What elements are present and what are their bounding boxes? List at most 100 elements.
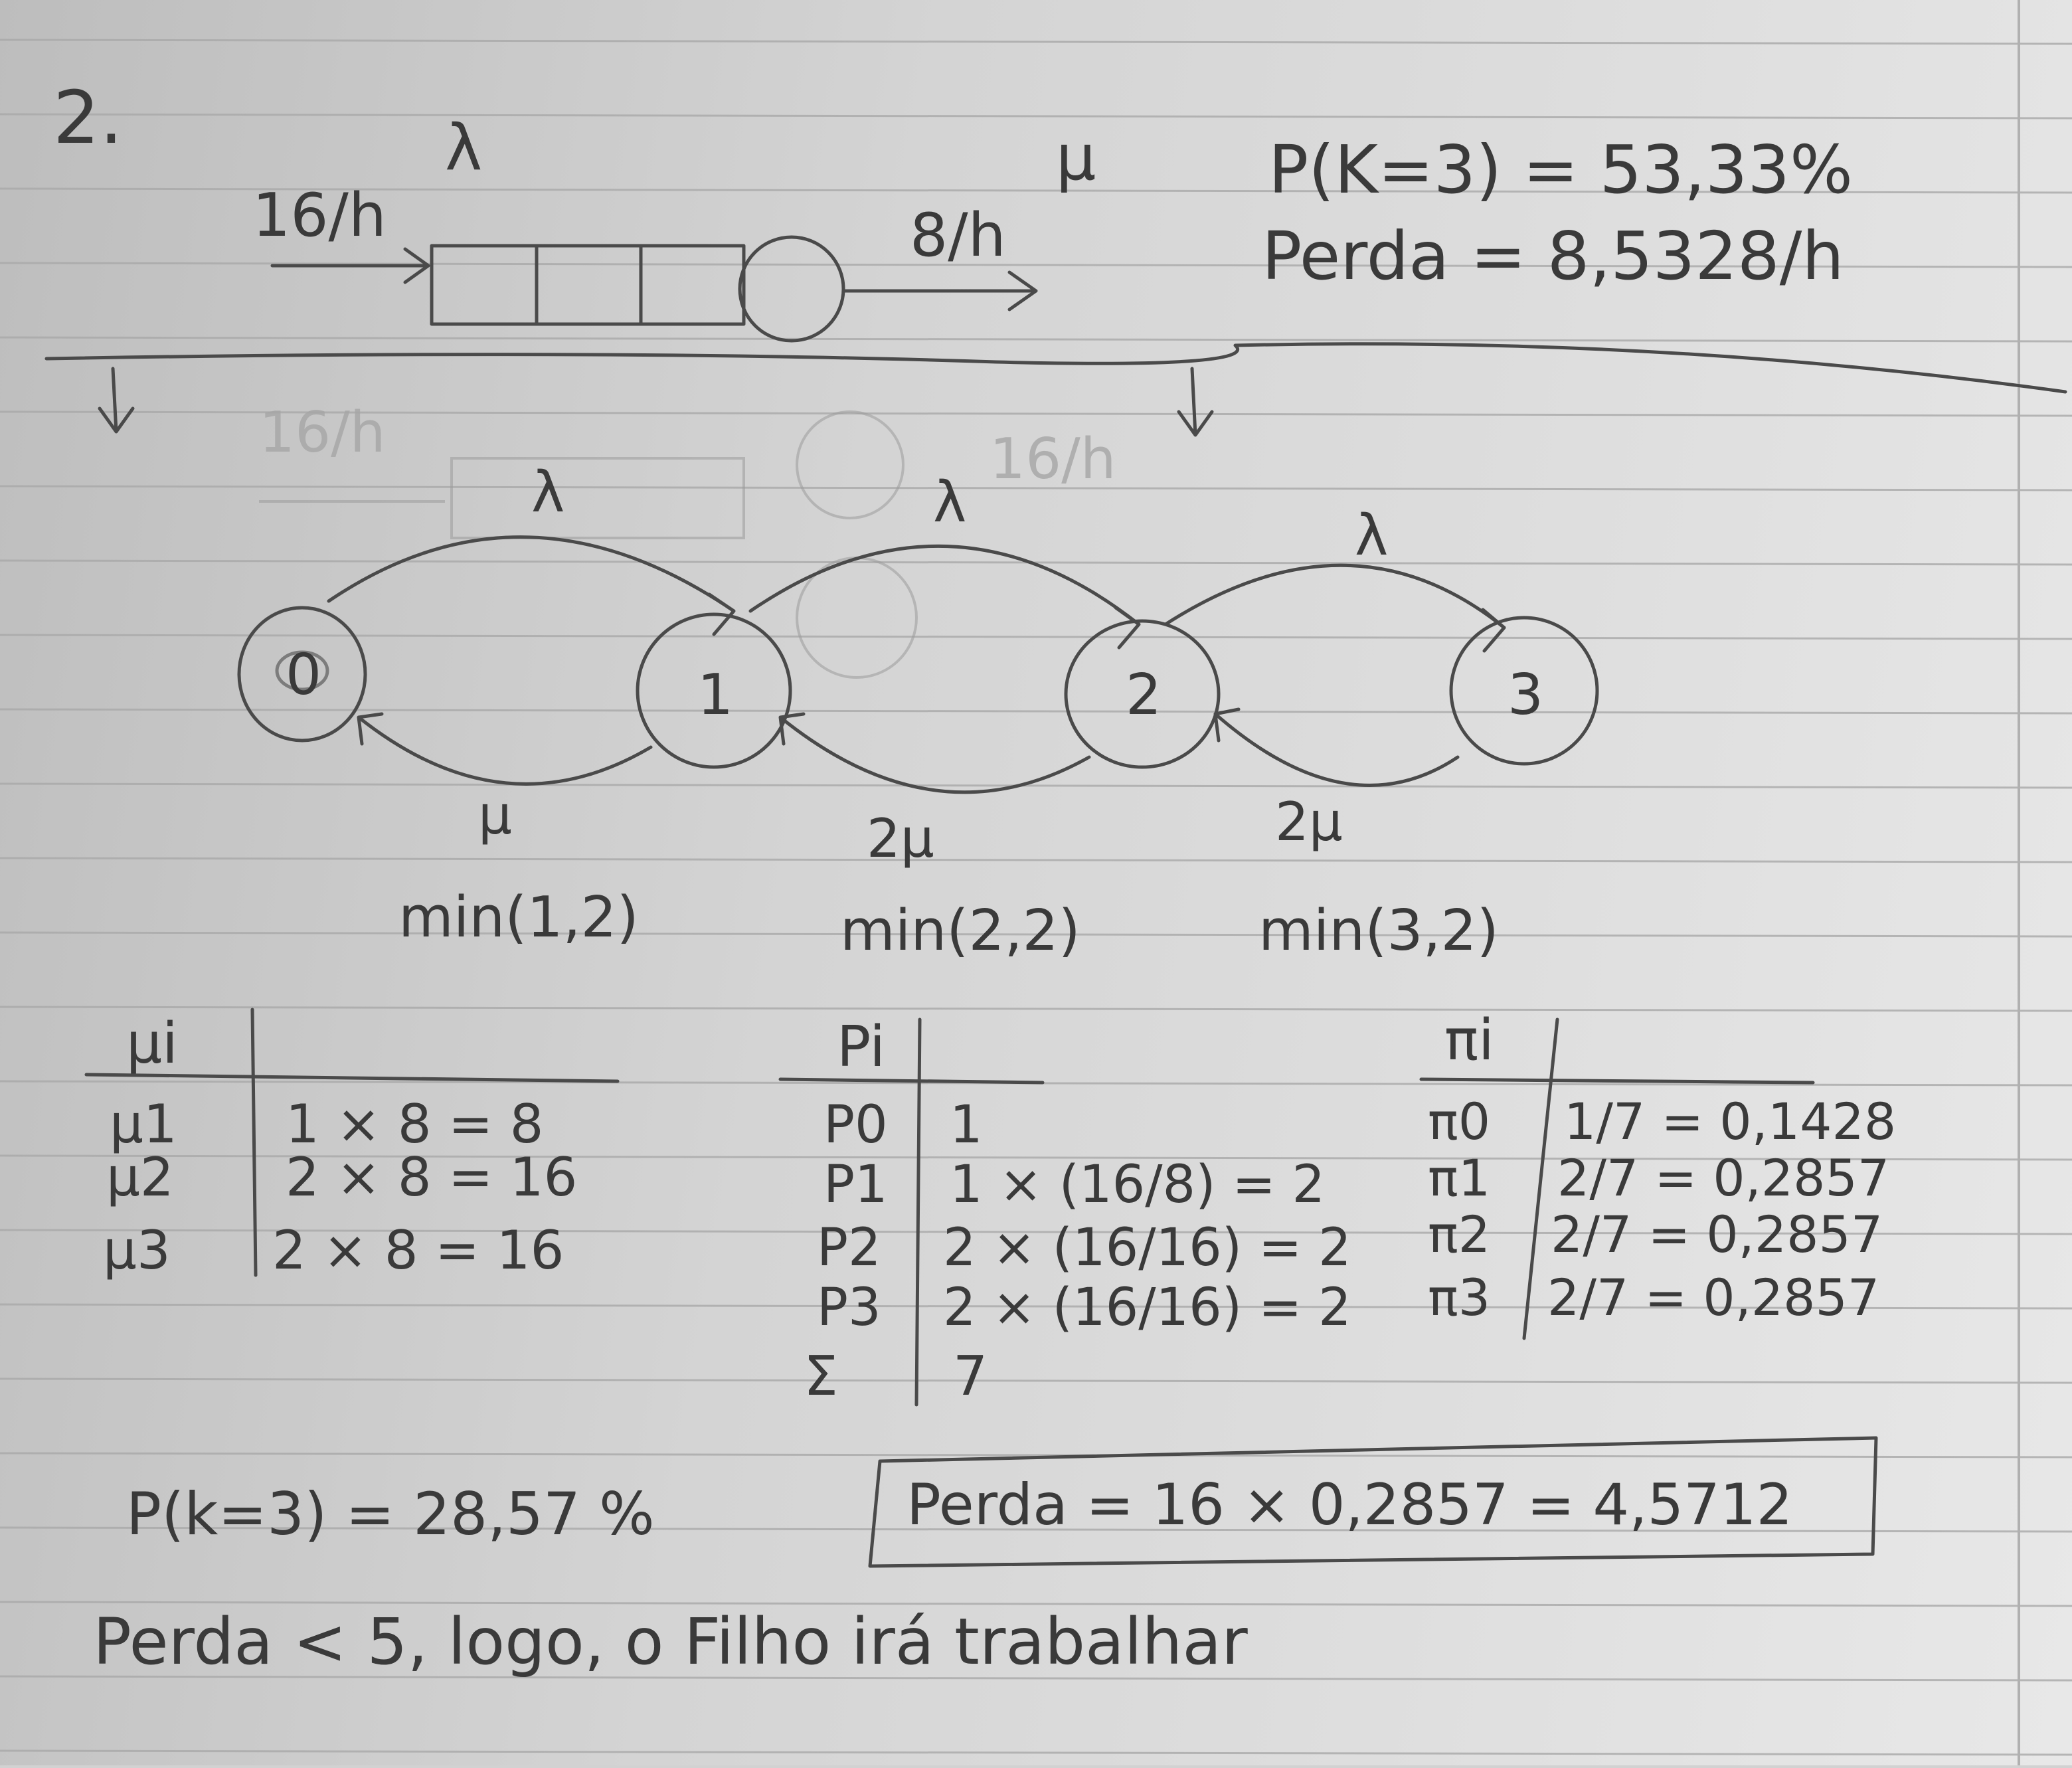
ruled-line [0,1675,2072,1682]
backward-arc-1-0 [357,712,653,786]
p-row-3-expr: 2 × (16/16) = 2 [943,1278,1351,1338]
queue-diagram: 16/h λ 8/h μ [252,112,1096,343]
pi-table-header: πi [1444,1008,1494,1073]
forward-arc-0-1 [327,535,736,636]
server-circle [738,235,845,343]
pi-row-1-name: π1 [1428,1148,1490,1207]
backward-arc-2-1 [778,712,1091,794]
conclusion-text: Perda < 5, logo, o Filho irá trabalhar [93,1605,1248,1679]
ruled-line [0,1749,2072,1756]
departure-arrow [843,270,1038,311]
ruled-line [0,634,2072,640]
pi-row-3-name: π3 [1428,1268,1490,1327]
p-row-sum-expr: 7 [953,1345,988,1408]
forward-arc-1-2 [748,544,1141,650]
ruled-line [0,39,2072,45]
section-divider [44,342,2067,394]
ruled-line [0,1006,2072,1012]
ruled-line [0,410,2072,417]
p-row-0-expr: 1 [950,1095,983,1155]
service-rate-label: 8/h [910,201,1006,270]
forward-arc-2-3 [1164,563,1506,653]
ruled-line [0,485,2072,491]
ruled-line [0,1601,2072,1607]
arrival-arrow [270,247,430,284]
ruled-line [0,559,2072,566]
p-row-1-expr: 1 × (16/8) = 2 [950,1155,1325,1215]
first-prob-result: P(K=3) = 53,33% [1268,131,1853,209]
backward-label-0: μ [478,784,512,846]
forward-label-0: λ [531,460,564,525]
pi-row-0-expr: 1/7 = 0,1428 [1564,1092,1896,1151]
p-row-0-name: P0 [823,1095,888,1155]
problem-number: 2. [53,75,123,160]
backward-arc-3-2 [1213,707,1460,787]
bleed-through: 16/h 16/h [259,400,1116,679]
ruled-line [0,782,2072,789]
ruled-lines [0,39,2072,1756]
markov-chain: 0 1 2 3 λ λ λ μ 2μ 2μ min(1,2) min(2,2) … [237,460,1599,964]
forward-label-2: λ [1355,503,1388,569]
forward-label-1: λ [933,470,966,535]
p-row-sum-name: Σ [804,1345,838,1408]
ruled-line [0,708,2072,715]
state-2-label: 2 [1126,662,1162,728]
ruled-line [0,857,2072,863]
p-table: Pi P0 1 P1 1 × (16/8) = 2 P2 2 × (16/16)… [778,1014,1351,1408]
state-1-label: 1 [697,662,733,728]
ruled-line [0,1303,2072,1310]
pi-row-2-expr: 2/7 = 0,2857 [1551,1205,1883,1264]
min-label-0: min(1,2) [398,885,639,950]
ruled-line [0,113,2072,120]
ruled-line [0,336,2072,343]
ruled-line [0,1377,2072,1384]
mu-row-3-name: μ3 [103,1219,171,1281]
ghost-label-2: 16/h [990,426,1116,492]
ruled-line [0,931,2072,938]
backward-label-2: 2μ [1275,791,1343,853]
backward-label-1: 2μ [867,808,934,869]
ruled-line [0,1154,2072,1161]
ghost-label-1: 16/h [259,400,386,466]
mu-symbol: μ [1056,122,1096,195]
min-label-2: min(3,2) [1258,898,1499,964]
state-0-circle [237,606,367,743]
ruled-line [0,187,2072,194]
min-label-1: min(2,2) [840,898,1080,964]
state-3-label: 3 [1508,662,1543,728]
final-loss: Perda = 16 × 0,2857 = 4,5712 [906,1472,1792,1538]
mu-row-1-name: μ1 [110,1093,177,1155]
ruled-line [0,1229,2072,1235]
mu-row-2-name: μ2 [106,1146,174,1208]
mu-row-1-expr: 1 × 8 = 8 [286,1093,543,1155]
ruled-line [0,1526,2072,1533]
p-row-3-name: P3 [817,1278,881,1338]
down-arrow-right [1177,367,1214,437]
p-row-2-name: P2 [817,1218,881,1278]
pi-row-2-name: π2 [1428,1205,1490,1264]
lambda-symbol: λ [445,112,482,185]
state-1-circle [636,612,792,769]
mu-row-3-expr: 2 × 8 = 16 [272,1219,564,1281]
pi-row-3-expr: 2/7 = 0,2857 [1547,1268,1879,1327]
mu-table-header: μi [126,1011,178,1077]
final-loss-box [868,1436,1878,1568]
down-arrow-left [98,367,135,434]
p-row-1-name: P1 [823,1155,888,1215]
mu-table: μi μ1 1 × 8 = 8 μ2 2 × 8 = 16 μ3 2 × 8 =… [84,1008,620,1281]
ruled-line [0,262,2072,268]
pi-table: πi π0 1/7 = 0,1428 π1 2/7 = 0,2857 π2 2/… [1419,1008,1896,1340]
p-row-2-expr: 2 × (16/16) = 2 [943,1218,1351,1278]
queue-buffer [430,244,746,326]
first-loss-result: Perda = 8,5328/h [1262,217,1844,295]
p-table-header: Pi [837,1014,885,1080]
state-0-label: 0 [286,642,321,708]
arrival-rate-label: 16/h [252,181,387,250]
final-prob: P(k=3) = 28,57 % [126,1480,655,1548]
pi-row-1-expr: 2/7 = 0,2857 [1557,1148,1889,1207]
pi-row-0-name: π0 [1428,1092,1490,1151]
ruled-line [0,1452,2072,1459]
state-2-circle [1064,619,1221,769]
state-3-circle [1449,616,1599,766]
